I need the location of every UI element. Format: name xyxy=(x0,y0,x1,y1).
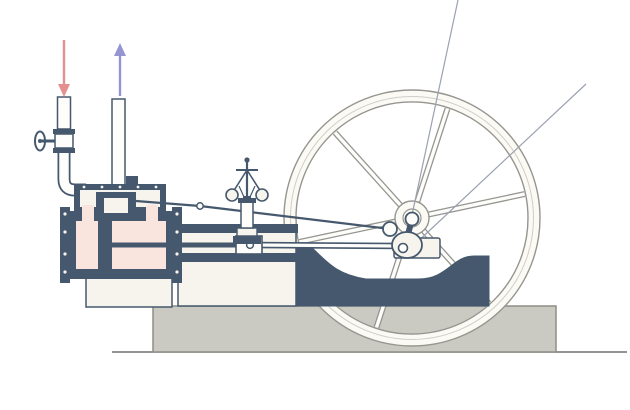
phantom-line xyxy=(412,83,587,247)
valve-rod xyxy=(135,199,201,208)
head-bolt xyxy=(63,270,67,274)
exhaust-pipe-body xyxy=(111,98,126,188)
flywheel-spoke-core xyxy=(415,108,450,204)
inlet-pipe-assembly: Steam inlet pipe Throttle valve with han… xyxy=(34,96,86,197)
head-bolt xyxy=(175,270,179,274)
head-bolt xyxy=(63,212,67,216)
handwheel-hub xyxy=(38,139,42,143)
eccentric-rod: Eccentric valve rod xyxy=(135,199,398,237)
crankshaft-end xyxy=(404,211,420,227)
cylinder-head-left xyxy=(60,207,70,283)
connecting-rod-core xyxy=(253,243,399,248)
steam-port-right xyxy=(146,205,158,223)
slide-guide-bottom-rail xyxy=(176,253,298,262)
steam-port-left xyxy=(82,205,94,223)
steam-in-arrow: Steam in (down arrow) xyxy=(58,40,70,97)
cylinder-support xyxy=(85,275,173,308)
governor-base xyxy=(233,236,261,244)
throttle-flange-bottom xyxy=(53,148,75,153)
governor-arm xyxy=(246,169,262,193)
eccentric-sheave xyxy=(382,221,398,237)
flywheel-spoke-core xyxy=(427,192,525,217)
handwheel-icon xyxy=(34,130,46,152)
valve-rod-gland xyxy=(126,176,138,184)
governor-arm xyxy=(232,169,248,193)
chest-bolt xyxy=(100,185,104,189)
flywheel-spoke-core xyxy=(299,219,397,244)
steam-out-arrowhead-icon xyxy=(114,43,126,56)
head-bolt xyxy=(63,230,67,234)
chest-bolt xyxy=(82,185,86,189)
inlet-pipe-upper xyxy=(56,96,72,130)
head-bolt xyxy=(175,252,179,256)
crank-pin xyxy=(397,242,409,254)
chest-bolt xyxy=(136,185,140,189)
crank: Crank disc and big end xyxy=(391,211,423,259)
slide-valve: Slide valve xyxy=(96,192,136,213)
governor-finial xyxy=(244,157,250,163)
chest-bolt xyxy=(118,185,122,189)
phantom-rod-lines: Linkage guide lines xyxy=(405,0,587,247)
steam-out-arrow: Exhaust steam out (up arrow) xyxy=(114,43,126,96)
bed-curved-mass xyxy=(295,245,490,307)
governor-ball xyxy=(255,188,269,202)
eccentric-rod-line xyxy=(199,204,391,231)
governor-ball xyxy=(225,188,239,202)
slide-valve-cavity xyxy=(104,198,128,213)
phantom-line xyxy=(405,0,459,244)
governor-link xyxy=(249,185,256,198)
exhaust-pipe: Exhaust pipe xyxy=(111,98,126,188)
head-bolt xyxy=(63,252,67,256)
piston: Piston xyxy=(98,221,112,269)
throttle-body xyxy=(54,133,74,149)
flywheel-spoke-core xyxy=(333,131,403,208)
governor-column xyxy=(240,201,254,229)
rod-clevis-joint xyxy=(196,202,204,210)
steam-in-arrowhead-icon xyxy=(58,84,70,97)
head-bolt xyxy=(175,230,179,234)
throttle-valve: Throttle valve with handwheel xyxy=(34,129,75,153)
head-bolt xyxy=(175,212,179,216)
chest-bolt xyxy=(154,185,158,189)
governor-link xyxy=(238,185,245,198)
throttle-flange-top xyxy=(53,129,75,134)
governor-flange xyxy=(236,227,258,237)
governor: Centrifugal governor xyxy=(225,157,269,244)
governor-collar xyxy=(243,196,251,201)
